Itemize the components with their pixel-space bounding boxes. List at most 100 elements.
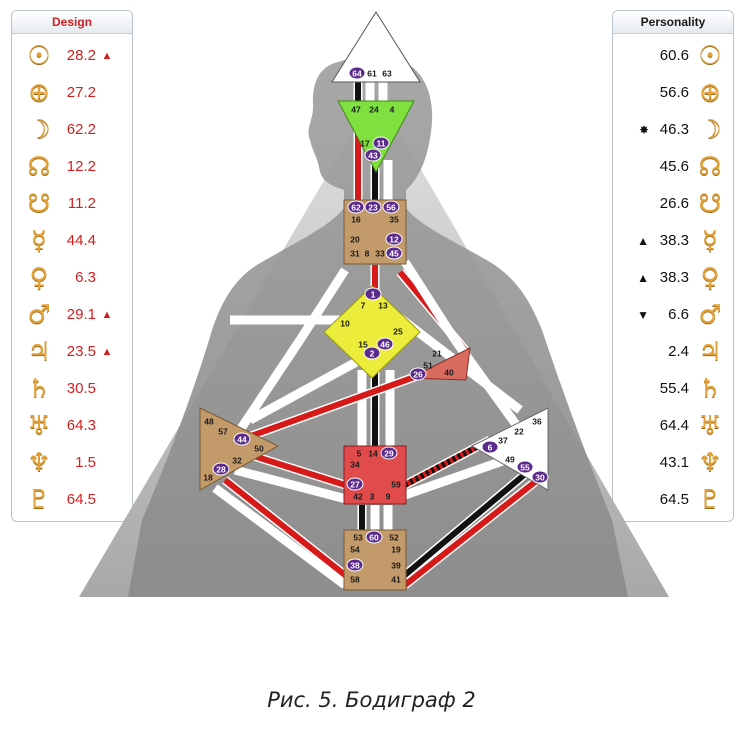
moon-icon: ☽ (27, 114, 51, 145)
gate-activation-circle (365, 530, 383, 544)
gate-activation-circle (385, 246, 403, 260)
design-row: ♅ 64.3 (12, 407, 132, 444)
gate-activation-circle (382, 200, 400, 214)
gate-number: 29 (384, 449, 394, 459)
design-value: 29.1 (66, 306, 96, 323)
mercury-icon: ☿ (31, 225, 47, 256)
gate-number: 59 (391, 480, 401, 490)
design-value: 11.2 (67, 195, 96, 212)
gate-number: 2 (370, 349, 375, 359)
gate-number: 53 (353, 533, 363, 543)
figure-caption: Рис. 5. Бодиграф 2 (267, 688, 476, 712)
earth-icon: ⊕ (699, 77, 721, 108)
gate-number: 56 (386, 203, 396, 213)
design-row: ☽ 62.2 (12, 111, 132, 148)
saturn-icon: ♄ (27, 373, 51, 404)
south-node-icon: ☋ (27, 188, 51, 219)
gate-number: 8 (365, 249, 370, 259)
design-row: ☋ 11.2 (12, 185, 132, 222)
channel-activation (238, 372, 422, 443)
gate-activation-circle (364, 200, 382, 214)
gate-number: 50 (254, 444, 264, 454)
gate-number: 16 (351, 215, 361, 225)
neptune-icon: ♆ (27, 447, 51, 478)
personality-value: 2.4 (668, 343, 689, 360)
pluto-icon: ♇ (27, 484, 51, 515)
jupiter-icon: ♃ (27, 336, 51, 367)
gate-activation-circle (531, 470, 549, 484)
personality-value: 45.6 (659, 158, 689, 175)
channel-base (233, 465, 352, 505)
gate-number: 7 (361, 301, 366, 311)
gate-number: 37 (498, 436, 508, 446)
gate-number: 30 (535, 473, 545, 483)
moon-icon: ☽ (698, 114, 722, 145)
channel-activation (223, 477, 347, 578)
personality-row: ▲38.3♀ (613, 259, 733, 296)
channel-base (247, 356, 363, 424)
design-value: 64.3 (66, 417, 96, 434)
gate-activation-circle (212, 462, 230, 476)
channel-base (401, 259, 459, 343)
personality-value: 60.6 (659, 47, 689, 64)
pluto-icon: ♇ (698, 484, 722, 515)
earth-icon: ⊕ (28, 77, 50, 108)
gate-number: 41 (391, 575, 401, 585)
gate-activation-circle (481, 440, 499, 454)
gate-number: 38 (350, 561, 360, 571)
gate-number: 32 (232, 456, 242, 466)
personality-row: ▼6.6♂ (613, 296, 733, 333)
gate-number: 47 (351, 105, 361, 115)
gate-number: 6 (488, 443, 493, 453)
gate-number: 54 (350, 545, 360, 555)
design-value: 30.5 (66, 380, 96, 397)
personality-row: 60.6 ☉ (613, 37, 733, 74)
design-row: ☊12.2 (12, 148, 132, 185)
gate-number: 19 (391, 545, 401, 555)
gate-number: 62 (351, 203, 361, 213)
uranus-icon: ♅ (27, 410, 51, 441)
design-row: ♇64.5 (12, 481, 132, 518)
channel-base (212, 484, 348, 589)
gate-number: 21 (432, 349, 442, 359)
design-row: ♃23.5▲ (12, 333, 132, 370)
design-row: ♀ 6.3 (12, 259, 132, 296)
personality-row: 26.6 ☋ (613, 185, 733, 222)
gate-number: 39 (391, 561, 401, 571)
design-panel: Design ☉28.2▲⊕27.2☽62.2☊12.2☋11.2☿44.4♀6… (11, 10, 133, 522)
personality-value: 26.6 (659, 195, 689, 212)
gate-number: 14 (368, 449, 378, 459)
design-header: Design (12, 11, 132, 34)
design-value: 62.2 (66, 121, 96, 138)
gate-number: 40 (444, 368, 454, 378)
gate-activation-circle (348, 66, 366, 80)
personality-mark: ▲ (637, 270, 649, 285)
venus-icon: ♀ (29, 262, 49, 293)
south-node-icon: ☋ (698, 188, 722, 219)
gate-activation-circle (376, 337, 394, 351)
personality-mark: ✸ (638, 122, 649, 137)
gate-number: 34 (350, 460, 360, 470)
gate-number: 15 (358, 340, 368, 350)
ajna-center (337, 100, 415, 174)
design-mark: ▲ (101, 345, 113, 358)
personality-value: 43.1 (659, 454, 689, 471)
g-center (323, 285, 421, 379)
gate-number: 1 (371, 290, 376, 300)
personality-row: 45.6☊ (613, 148, 733, 185)
gate-number: 44 (237, 435, 247, 445)
personality-value: 46.3 (659, 121, 689, 138)
jupiter-icon: ♃ (698, 336, 722, 367)
sun-icon: ☉ (698, 40, 722, 71)
design-value: 6.3 (75, 269, 96, 286)
gate-number: 52 (389, 533, 399, 543)
gate-activation-circle (347, 200, 365, 214)
gate-number: 43 (368, 151, 378, 161)
design-value: 27.2 (66, 84, 96, 101)
gate-number: 10 (340, 319, 350, 329)
personality-value: 64.5 (659, 491, 689, 508)
gate-number: 12 (389, 235, 399, 245)
personality-value: 55.4 (659, 380, 689, 397)
gate-number: 45 (389, 249, 399, 259)
